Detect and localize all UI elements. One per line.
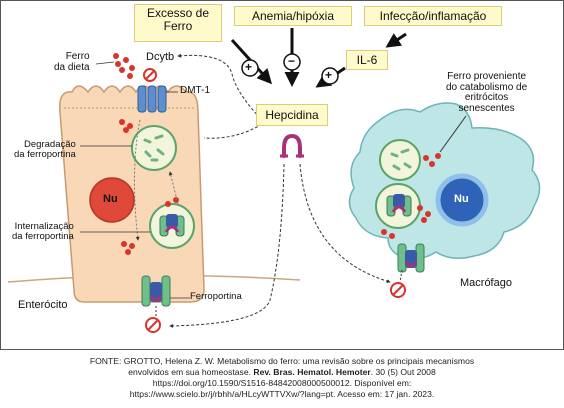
label-ferroportina: Ferroportina [190, 291, 242, 302]
sign-plus-left: + [245, 60, 253, 74]
enterocyte-nucleus [89, 177, 135, 223]
label-il6: IL-6 [346, 50, 388, 70]
macrophage-ferroportin [397, 243, 425, 283]
sign-minus: − [288, 54, 296, 68]
label-macrophage-nucleus: Nu [454, 193, 469, 205]
sign-plus-right: + [325, 68, 333, 82]
label-ferro-proveniente: Ferro proveniente do catabolismo de erit… [446, 71, 528, 114]
macrophage-nucleus [435, 173, 489, 227]
dmt1-transporter [137, 85, 167, 113]
sign-plus-left-circle [241, 59, 259, 77]
degradation-vesicle [131, 125, 177, 171]
dcytb-enzyme [143, 68, 157, 82]
diagram-graphics [7, 28, 541, 333]
macrophage-vesicle-top [379, 139, 421, 181]
dietary-iron-dots [113, 53, 179, 255]
label-ferro-da-dieta: Ferro da dieta [54, 51, 90, 73]
hepcidin-to-macrophage-path [299, 163, 391, 284]
hepcidin-to-enterocyte-path [169, 163, 285, 328]
vesicle-fragments [143, 134, 165, 162]
feedback-degradation-to-hepcidina [203, 123, 263, 139]
label-dcytb: Dcytb [146, 51, 175, 63]
label-anemia-hipoxia: Anemia/hipóxia [234, 6, 352, 26]
caption-line2-c: . 30 (5) Out 2008 [370, 367, 436, 377]
label-degradacao-ferroportina: Degradação da ferroportina [14, 139, 76, 160]
basolateral-ferroportin [141, 275, 171, 316]
source-caption-line4: https://www.scielo.br/j/rbhh/a/HLcyWTTVX… [129, 389, 435, 399]
label-infeccao-inflamacao: Infecção/inflamação [364, 6, 502, 26]
internalization-traffic-path [168, 171, 179, 205]
label-enterocito: Enterócito [18, 299, 68, 311]
label-excesso-de-ferro: Excesso de Ferro [134, 4, 222, 42]
internalized-ferroportin [159, 214, 185, 237]
source-caption-line1: FONTE: GROTTO, Helena Z. W. Metabolismo … [89, 356, 475, 366]
sign-plus-right-circle [321, 67, 339, 85]
blocked-export-enterocyte [145, 317, 161, 333]
leader-ferro-dieta [95, 61, 115, 65]
source-caption-line3: https://doi.org/10.1590/S1516-8484200800… [152, 378, 412, 388]
hepcidin-molecule [280, 133, 304, 158]
source-caption-line2: envolvidos em sua homeostase. Rev. Bras.… [0, 367, 564, 378]
label-dmt1: DMT-1 [180, 85, 210, 96]
blocked-export-macrophage [390, 282, 406, 298]
sign-minus-circle [283, 53, 301, 71]
arrow-infeccao-to-il6 [385, 32, 407, 48]
label-macrofago: Macrófago [460, 277, 512, 289]
macrophage-vesicle-fragments [390, 148, 412, 171]
caption-journal: Rev. Bras. Hematol. Hemoter [253, 367, 371, 377]
label-hepcidina: Hepcidina [256, 104, 328, 126]
caption-line2-a: envolvidos em sua homeostase. [128, 367, 254, 377]
label-enterocyte-nucleus: Nu [103, 193, 118, 205]
macrophage-internalized-ferroportin [386, 194, 412, 217]
label-internalizacao-ferroportina: Internalização da ferroportina [12, 221, 74, 242]
macrophage-iron-dots [381, 153, 441, 239]
feedback-dmt1-to-hepcidina [177, 53, 261, 119]
senescent-rbc-pointer [439, 115, 467, 153]
